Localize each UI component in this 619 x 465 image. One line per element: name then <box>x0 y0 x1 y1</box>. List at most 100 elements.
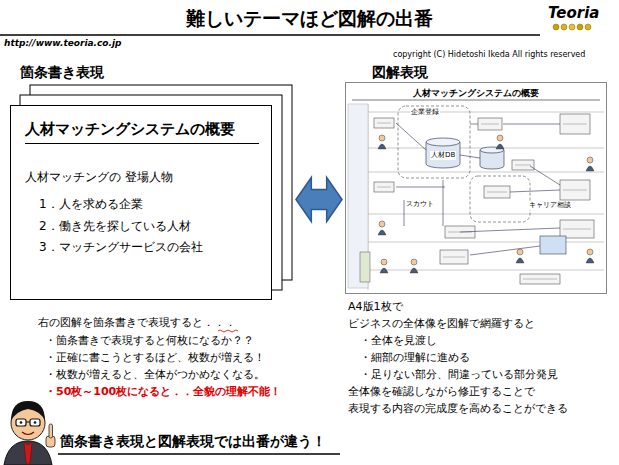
logo-dot <box>553 24 559 30</box>
swimlane-line <box>348 214 604 215</box>
node-text: 1．人を求める企業 <box>39 197 259 213</box>
figure-frame: 人材マッチングシステムの概要 <box>345 82 607 294</box>
warning-bullet: ・50枚～100枚になると．．全貌の理解不能！ <box>45 385 281 399</box>
node-text: 3．マッチングサービスの会社 <box>39 240 259 256</box>
process-box <box>560 180 590 200</box>
process-box <box>478 118 502 130</box>
flow-line <box>396 123 426 150</box>
text-page: 人材マッチングシステムの概要人材マッチングの 登場人物1．人を求める企業2．働き… <box>10 105 272 300</box>
person-head <box>379 135 385 141</box>
person-body <box>380 268 388 273</box>
text-placeholder <box>515 165 531 166</box>
figure-ground <box>345 82 607 294</box>
process-box <box>374 182 394 192</box>
person-body <box>378 144 386 149</box>
logo-dot <box>577 24 583 30</box>
node-text: 2．働き先を探している人材 <box>39 219 259 235</box>
flow-line <box>470 246 540 255</box>
figure-label: 人材DB <box>430 151 456 160</box>
eye <box>20 421 23 424</box>
logo-dot <box>569 24 575 30</box>
person-head <box>587 157 593 163</box>
person-head <box>411 259 417 265</box>
section-heading: 箇条書き表現 <box>20 64 104 82</box>
mouth <box>22 432 34 435</box>
person-body <box>516 258 524 263</box>
flow-line <box>470 124 478 125</box>
copyright-note: copyright (C) Hidetoshi Ikeda All rights… <box>393 50 585 60</box>
person-body <box>410 268 418 273</box>
logo-dot <box>561 24 567 30</box>
figure-label: スカウト <box>405 200 435 209</box>
double-arrow <box>296 178 342 222</box>
glasses <box>30 419 40 426</box>
text-placeholder <box>563 190 587 191</box>
suit <box>4 441 52 465</box>
spell-mark <box>218 330 238 332</box>
person-head <box>517 249 523 255</box>
bullet-text: ・足りない部分、間違っている部分発見 <box>360 368 558 382</box>
person-head <box>381 259 387 265</box>
text-placeholder <box>563 229 591 230</box>
text-placeholder <box>481 124 499 125</box>
text-placeholder <box>523 279 557 280</box>
bullet-text: ・細部の理解に進める <box>360 351 470 365</box>
figure-label: キャリア相談 <box>528 201 572 210</box>
bullet-text: ・枚数が増えると、全体がつかめなくなる。 <box>45 368 265 382</box>
note-text: 表現する内容の完成度を高めることができる <box>348 402 568 416</box>
flow-line <box>530 166 560 185</box>
logo-dot <box>585 24 591 30</box>
hair <box>11 401 45 421</box>
presenter-figure <box>4 401 55 465</box>
person-body <box>496 144 504 149</box>
finger <box>49 424 53 438</box>
flow-line <box>396 187 445 188</box>
text-placeholder <box>487 192 507 193</box>
figure-rule <box>352 100 600 101</box>
process-box <box>440 250 468 264</box>
process-box <box>484 186 510 198</box>
note-text: A4版1枚で <box>348 300 403 314</box>
bullet-text: ・箇条書きで表現すると何枚になるか？？ <box>45 334 254 348</box>
bottle-symbol <box>360 252 370 282</box>
process-box <box>520 274 560 284</box>
flow-line <box>460 228 560 232</box>
slide-title: 難しいテーマほど図解の出番 <box>0 6 619 32</box>
text-placeholder <box>563 124 587 125</box>
database-symbol <box>426 138 460 146</box>
logo-text: Teoria <box>548 4 599 23</box>
person-head <box>587 249 593 255</box>
person-head <box>497 135 503 141</box>
flow-line <box>503 124 560 125</box>
text-placeholder <box>377 187 391 188</box>
group-outline <box>398 106 470 178</box>
note-text: ビジネスの全体像を図解で網羅すると <box>348 317 535 331</box>
flow-line <box>443 180 444 226</box>
glasses <box>16 419 26 426</box>
bullet-text: ・正確に書こうとするほど、枚数が増える！ <box>45 351 265 365</box>
section-heading: 図解表現 <box>372 64 428 82</box>
caption-text: 箇条書き表現と図解表現では出番が違う！ <box>60 433 326 451</box>
person-body <box>586 166 594 171</box>
figure-label: 企業登録 <box>410 108 440 117</box>
person-body <box>378 230 386 235</box>
figure-drawing <box>348 100 604 290</box>
note-text: 右の図解を箇条書きで表現すると．．． <box>38 316 236 330</box>
node-heading: 人材マッチングシステムの概要 <box>352 88 600 100</box>
monitor-symbol <box>540 236 566 254</box>
text-placeholder <box>443 257 465 258</box>
process-box <box>512 160 534 170</box>
header-rule <box>0 34 540 36</box>
person-body <box>586 258 594 263</box>
node-heading: 人材マッチングシステムの概要 <box>25 120 259 144</box>
person-head <box>379 221 385 227</box>
process-box <box>374 118 394 128</box>
text-placeholder <box>377 123 391 124</box>
flow-line <box>460 155 480 158</box>
glasses <box>26 422 30 423</box>
tie <box>24 442 32 465</box>
process-box <box>560 114 590 134</box>
swimlane-line <box>348 148 604 149</box>
bullet-text: ・全体を見渡し <box>360 334 437 348</box>
